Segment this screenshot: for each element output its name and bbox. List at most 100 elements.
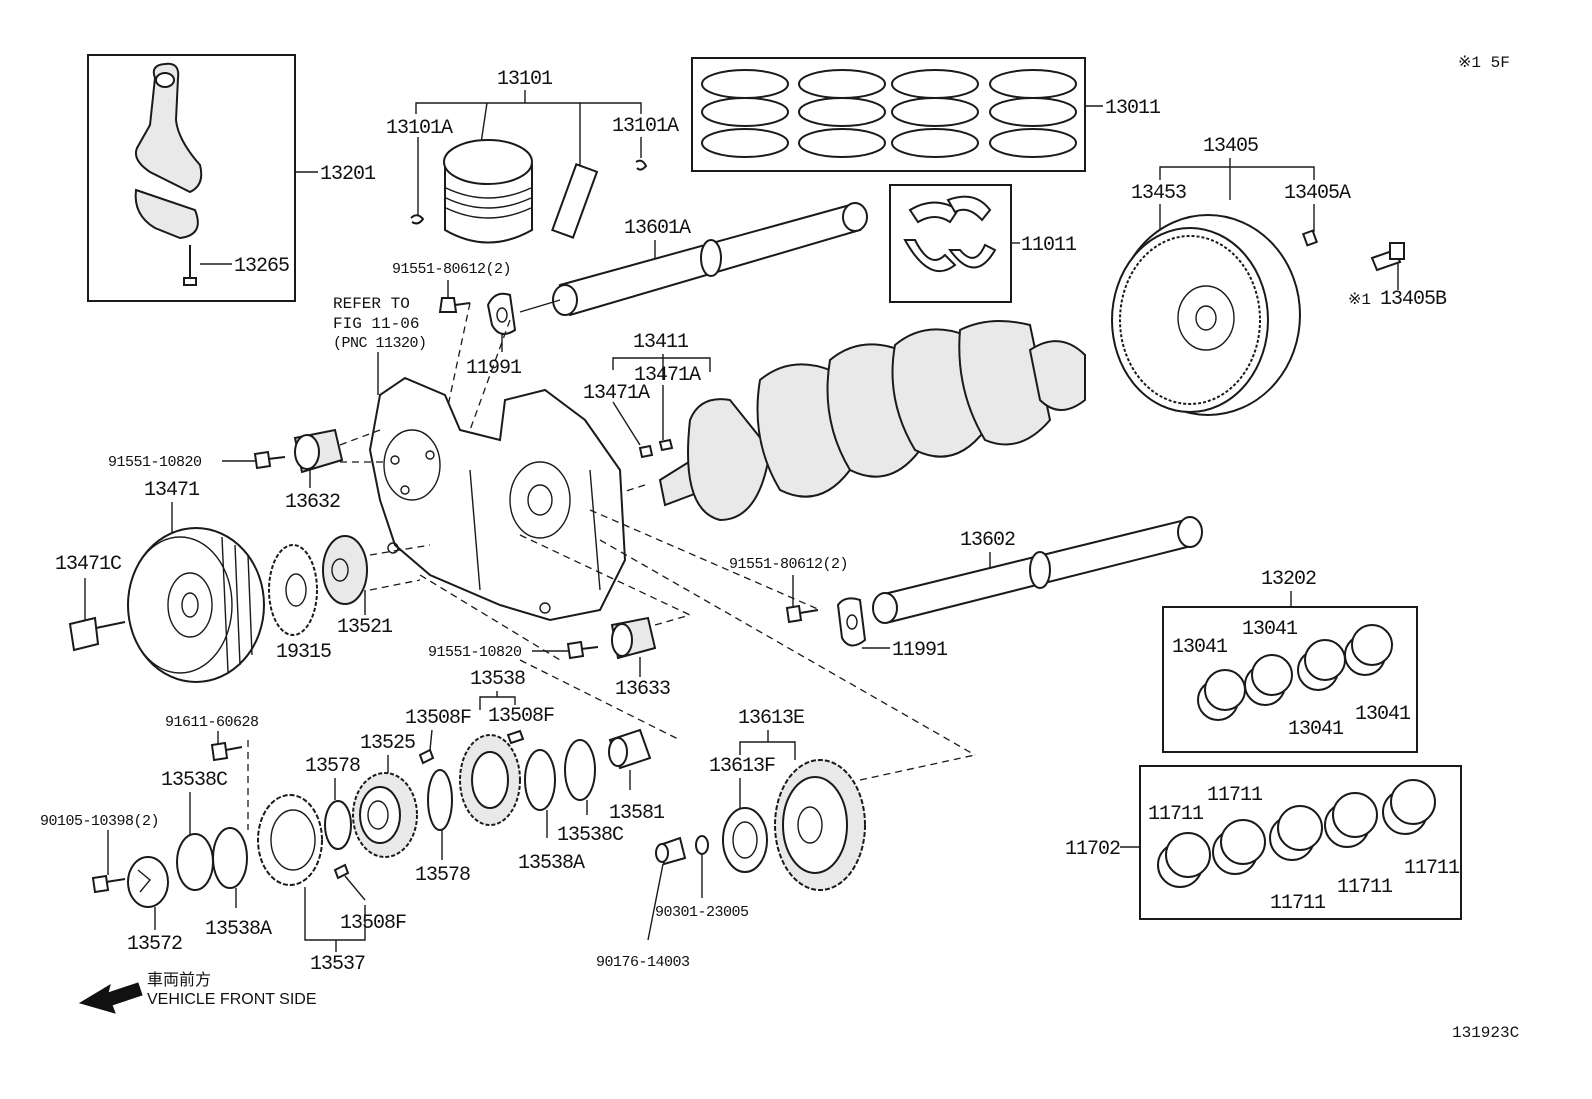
- gear-13521: [322, 535, 368, 605]
- flywheel-ring-gear: [1111, 227, 1269, 413]
- center-lower-group: 13578 13525 13508F 13508F 13537 13578 13…: [257, 574, 681, 976]
- refer-line-3: (PNC 11320): [333, 335, 427, 352]
- label-13525: 13525: [360, 732, 415, 755]
- label-13041-c: 13041: [1288, 718, 1344, 741]
- seal-13538a-left: [212, 827, 248, 889]
- label-91551-10820-a: 91551-10820: [108, 454, 202, 471]
- piston-rings-group: 13011: [691, 57, 1162, 172]
- thrust-washer-group: 11011: [889, 184, 1078, 303]
- snap-ring-13578-a: [324, 800, 352, 850]
- label-13471a-left: 13471A: [583, 382, 650, 405]
- bearing-11711-1: [1157, 832, 1211, 888]
- crank-key-b: [658, 438, 674, 452]
- label-13633: 13633: [615, 678, 670, 701]
- flywheel-pin: [1301, 229, 1319, 247]
- label-13265: 13265: [234, 255, 289, 278]
- ring-set-3: [891, 69, 979, 158]
- connecting-rod-group: 13201 13265: [87, 54, 377, 302]
- label-13471: 13471: [144, 479, 200, 502]
- piston-pin: [551, 163, 599, 239]
- label-13508f-b: 13508F: [488, 705, 554, 728]
- connecting-rod-body: [134, 62, 203, 194]
- bolt-91551-80612-a-group: 91551-80612(2) 11991: [392, 261, 523, 431]
- main-bearing-group: 11702 11711 11711 11711 11711 11711: [1065, 765, 1462, 920]
- bearing-11711-5: [1382, 779, 1436, 835]
- main-bearing-box: [1139, 765, 1462, 920]
- oil-seal-retainer-b: [836, 597, 867, 647]
- gear-13521-group: 13521: [322, 535, 431, 639]
- bolt-91551-10820-a-group: 91551-10820: [108, 450, 286, 471]
- label-13521: 13521: [337, 616, 393, 639]
- label-91611-60628: 91611-60628: [165, 714, 259, 731]
- bearing-11711-4: [1324, 792, 1378, 848]
- label-13405b: 13405B: [1380, 288, 1447, 311]
- snap-ring-13538c-right: [564, 739, 596, 801]
- label-13411: 13411: [633, 331, 689, 354]
- label-13581: 13581: [609, 802, 665, 825]
- gear-13632-group: 13632: [285, 428, 385, 514]
- label-13101a-right: 13101A: [612, 115, 679, 138]
- label-13471a-right: 13471A: [634, 364, 701, 387]
- corner-note: ※1 5F: [1458, 54, 1510, 72]
- sprocket-19315: [268, 544, 318, 636]
- label-11702: 11702: [1065, 838, 1120, 861]
- label-11711-a: 11711: [1148, 803, 1204, 826]
- snap-ring-left: [410, 214, 425, 225]
- piston-rings-box: [691, 57, 1086, 172]
- lower-left-group: 91611-60628 13538C 90105-10398(2) 13572 …: [40, 714, 273, 956]
- label-11991-a: 11991: [466, 357, 522, 380]
- pin-13508f-b: [506, 729, 525, 745]
- label-13613f: 13613F: [709, 755, 775, 778]
- pin-13508f-a: [418, 748, 435, 765]
- conrod-bearing-box: [1162, 606, 1418, 753]
- label-13578-bottom: 13578: [415, 864, 470, 887]
- bearing-13041-4: [1344, 624, 1393, 676]
- label-13405: 13405: [1203, 135, 1258, 158]
- direction-en: VEHICLE FRONT SIDE: [147, 991, 317, 1008]
- note-13405b-mark: ※1: [1348, 291, 1371, 309]
- bolt-91551-10820-b-group: 91551-10820 13633: [428, 534, 691, 701]
- seal-13538a-right: [524, 749, 556, 811]
- connecting-rod-box: [87, 54, 296, 302]
- crank-web-1: [687, 398, 772, 522]
- label-13538: 13538: [470, 668, 525, 691]
- label-91551-80612-b: 91551-80612(2): [729, 556, 848, 573]
- refer-note: REFER TO FIG 11-06 (PNC 11320): [333, 295, 427, 395]
- piston-group: 13101 13101A 13101A: [386, 68, 680, 244]
- pulley-group: 13471 13471C: [55, 479, 265, 683]
- label-13041-a: 13041: [1172, 636, 1228, 659]
- label-13202: 13202: [1261, 568, 1316, 591]
- label-13471c: 13471C: [55, 553, 122, 576]
- label-11011: 11011: [1021, 234, 1077, 257]
- label-13538c-left: 13538C: [161, 769, 228, 792]
- label-90301-23005: 90301-23005: [655, 904, 749, 921]
- pin-13508f-c: [333, 863, 350, 880]
- label-11711-c: 11711: [1270, 892, 1326, 915]
- label-13572: 13572: [127, 933, 182, 956]
- plug-group: 90176-14003 90301-23005: [596, 835, 750, 971]
- label-13538c-right: 13538C: [557, 824, 624, 847]
- label-13537: 13537: [310, 953, 365, 976]
- label-91551-80612-a: 91551-80612(2): [392, 261, 511, 278]
- gear-13537-outer: [257, 794, 323, 886]
- label-13041-b: 13041: [1242, 618, 1298, 641]
- ring-set-1: [701, 69, 789, 158]
- crank-rear-flange: [1028, 340, 1086, 411]
- connecting-rod-cap: [134, 188, 199, 240]
- label-90176-14003: 90176-14003: [596, 954, 690, 971]
- label-13201: 13201: [320, 163, 376, 186]
- label-13602: 13602: [960, 529, 1015, 552]
- piston-body: [444, 164, 533, 244]
- illustration-id: 131923C: [1452, 1024, 1519, 1042]
- balance-shaft-1-group: 13601A: [519, 202, 868, 317]
- label-13601a: 13601A: [624, 217, 691, 240]
- label-11711-b: 11711: [1207, 784, 1263, 807]
- label-13508f-a: 13508F: [405, 707, 471, 730]
- label-13538a-right: 13538A: [518, 852, 585, 875]
- label-11711-d: 11711: [1337, 876, 1393, 899]
- label-13101a-left: 13101A: [386, 117, 453, 140]
- label-13011: 13011: [1105, 97, 1161, 120]
- label-11991-b: 11991: [892, 639, 948, 662]
- bearing-11711-2: [1212, 819, 1266, 875]
